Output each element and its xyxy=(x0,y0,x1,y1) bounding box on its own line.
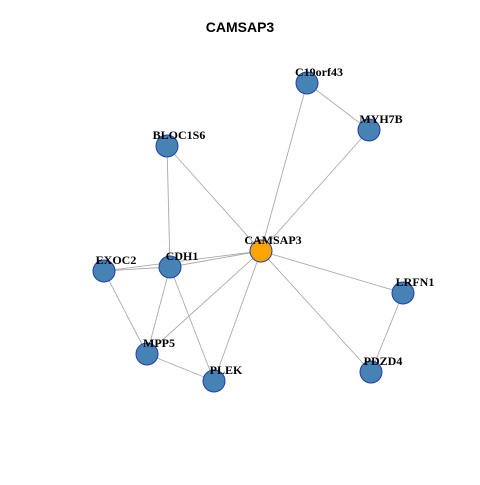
edge-cdh1-mpp5 xyxy=(146,266,171,355)
node-label-cdh1: CDH1 xyxy=(166,249,199,263)
edge-camsap3-lrfn1 xyxy=(260,250,404,294)
node-myh7b xyxy=(357,118,381,142)
graph-title: CAMSAP3 xyxy=(205,19,275,35)
node-label-lrfn1: LRFN1 xyxy=(396,275,435,289)
edge-camsap3-c19orf43 xyxy=(260,82,308,252)
edge-camsap3-plek xyxy=(213,250,262,382)
edge-camsap3-myh7b xyxy=(260,129,370,252)
node-label-c19orf43: C19orf43 xyxy=(295,65,343,79)
edge-bloc1s6-cdh1 xyxy=(166,145,171,268)
node-lrfn1 xyxy=(391,281,415,305)
edge-camsap3-bloc1s6 xyxy=(166,145,262,252)
edge-camsap3-mpp5 xyxy=(146,250,262,355)
node-mpp5 xyxy=(135,342,159,366)
edge-camsap3-cdh1 xyxy=(169,250,262,268)
node-label-camsap3: CAMSAP3 xyxy=(244,233,301,247)
edge-exoc2-mpp5 xyxy=(103,270,148,355)
node-label-plek: PLEK xyxy=(210,363,243,377)
node-pdzd4 xyxy=(359,360,383,384)
node-label-bloc1s6: BLOC1S6 xyxy=(153,128,206,142)
edge-c19orf43-myh7b xyxy=(306,82,370,131)
node-bloc1s6 xyxy=(155,134,179,158)
node-c19orf43 xyxy=(295,71,319,95)
edge-lrfn1-pdzd4 xyxy=(370,292,404,373)
node-label-myh7b: MYH7B xyxy=(359,112,402,126)
edge-mpp5-plek xyxy=(146,353,215,382)
node-exoc2 xyxy=(92,259,116,283)
edge-cdh1-plek xyxy=(169,266,215,382)
node-cdh1 xyxy=(158,255,182,279)
node-label-pdzd4: PDZD4 xyxy=(364,354,403,368)
edge-camsap3-exoc2 xyxy=(103,250,262,272)
node-label-exoc2: EXOC2 xyxy=(96,253,137,267)
node-camsap3 xyxy=(249,239,273,263)
node-label-mpp5: MPP5 xyxy=(143,336,175,350)
edge-camsap3-pdzd4 xyxy=(260,250,372,373)
node-plek xyxy=(202,369,226,393)
node-layer xyxy=(92,71,415,393)
